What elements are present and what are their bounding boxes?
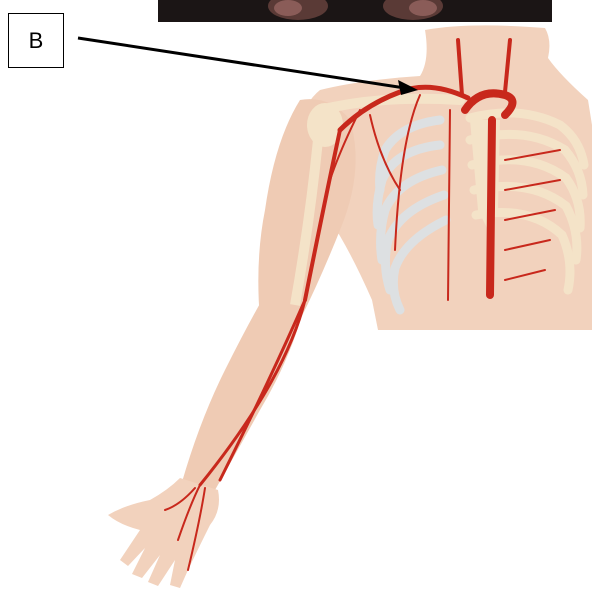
arrow-head <box>398 80 418 95</box>
arrow-line <box>78 38 405 88</box>
